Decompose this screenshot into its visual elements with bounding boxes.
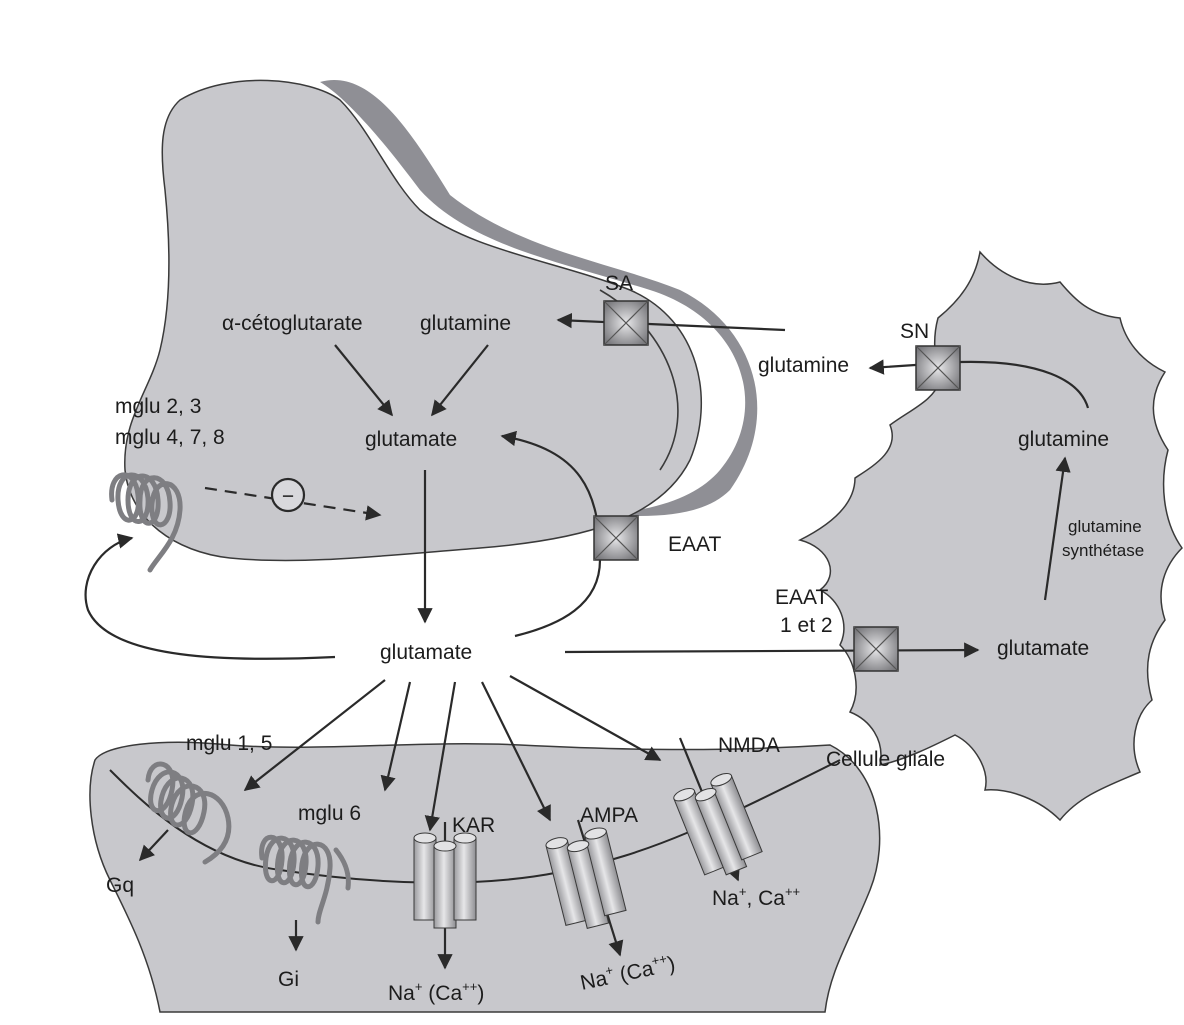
label-eaat: EAAT bbox=[668, 533, 721, 556]
label-mglu6: mglu 6 bbox=[298, 802, 361, 825]
label-gi: Gi bbox=[278, 968, 299, 991]
label-glial-cell: Cellule gliale bbox=[826, 748, 945, 771]
transporter-eaat-glia bbox=[854, 627, 898, 671]
label-eaat-glia-line2: 1 et 2 bbox=[780, 614, 833, 637]
transporter-sn bbox=[916, 346, 960, 390]
label-autoreceptor-line2: mglu 4, 7, 8 bbox=[115, 426, 225, 449]
label-alpha-ketoglutarate: α-cétoglutarate bbox=[222, 312, 363, 335]
label-enzyme-line1: glutamine bbox=[1068, 517, 1142, 536]
label-sa: SA bbox=[605, 272, 633, 295]
label-kar: KAR bbox=[452, 814, 495, 837]
label-autoreceptor-line1: mglu 2, 3 bbox=[115, 395, 201, 418]
label-glial-glutamine: glutamine bbox=[1018, 428, 1109, 451]
postsynaptic-cell bbox=[90, 742, 880, 1012]
label-glial-glutamate: glutamate bbox=[997, 637, 1089, 660]
label-nmda: NMDA bbox=[718, 734, 780, 757]
inhibition-marker: − bbox=[272, 479, 304, 511]
inhibition-symbol: − bbox=[282, 485, 294, 508]
label-mglu15: mglu 1, 5 bbox=[186, 732, 272, 755]
glial-body bbox=[800, 252, 1182, 820]
label-ampa: AMPA bbox=[580, 804, 638, 827]
label-cleft-glutamate: glutamate bbox=[380, 641, 472, 664]
label-eaat-glia-line1: EAAT bbox=[775, 586, 828, 609]
label-presynaptic-glutamate: glutamate bbox=[365, 428, 457, 451]
kar-channel bbox=[414, 833, 476, 928]
label-sn: SN bbox=[900, 320, 929, 343]
label-presynaptic-glutamine: glutamine bbox=[420, 312, 511, 335]
label-gq: Gq bbox=[106, 874, 134, 897]
label-enzyme-line2: synthétase bbox=[1062, 541, 1144, 560]
label-glial-glutamine-out: glutamine bbox=[758, 354, 849, 377]
transporter-sa bbox=[604, 301, 648, 345]
postsynaptic-body bbox=[90, 742, 880, 1012]
transporter-eaat-pre bbox=[594, 516, 638, 560]
glial-cell bbox=[800, 252, 1182, 820]
